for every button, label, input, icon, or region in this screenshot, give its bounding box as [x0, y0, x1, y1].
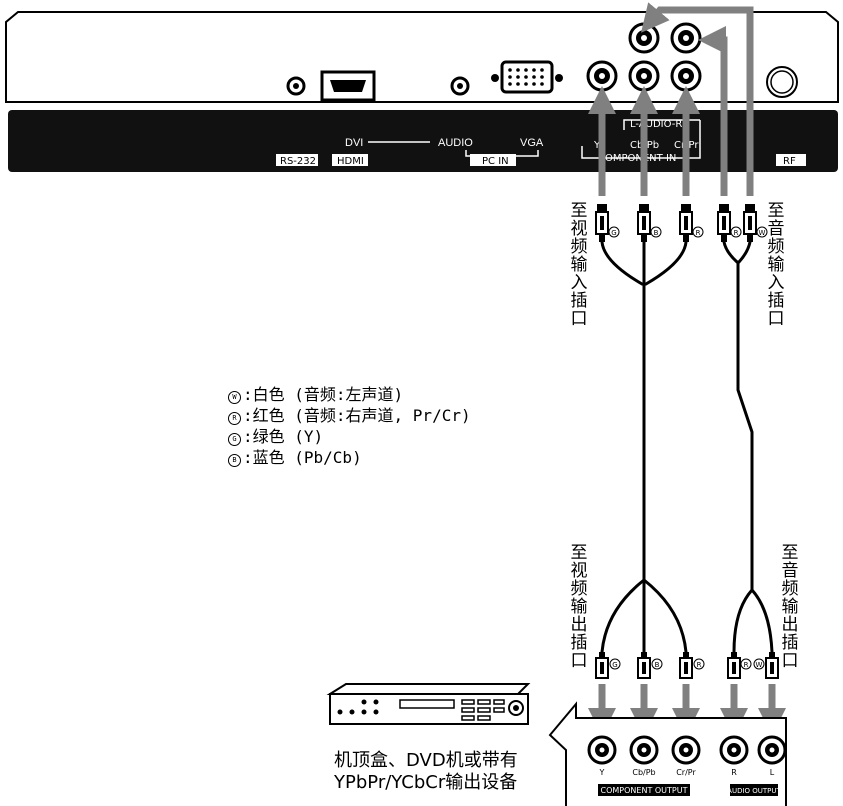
plug-tag: R	[734, 229, 739, 237]
audio-label: AUDIO	[438, 137, 473, 149]
legend-text: :红色 (音频:右声道, Pr/Cr)	[243, 406, 471, 425]
bottom-plugs: G B R R W	[595, 652, 779, 679]
caption-to-video-out: 至视频输出插口	[570, 543, 588, 671]
plug-audio-l-top	[743, 204, 757, 242]
hdmi-label: HDMI	[337, 156, 364, 167]
legend-text: :蓝色 (Pb/Cb)	[243, 448, 362, 467]
plug-tag: R	[697, 661, 702, 669]
rs232-label: RS-232	[280, 156, 316, 167]
plug-tag: R	[744, 661, 749, 669]
plug-tag: B	[655, 661, 660, 669]
out-l-label: L	[770, 768, 775, 777]
legend-text: :绿色 (Y)	[243, 427, 324, 446]
vga-label: VGA	[520, 137, 544, 149]
component-in-crpr-jack	[670, 60, 702, 92]
component-out-crpr-jack	[671, 735, 701, 765]
plug-tag: R	[696, 229, 701, 237]
legend-item: W:白色 (音频:左声道)	[228, 384, 471, 405]
audio-in-l-jack	[628, 22, 660, 54]
caption-to-audio-out: 至音频输出插口	[781, 543, 799, 671]
legend-symbol: G	[228, 433, 241, 446]
legend-symbol: R	[228, 412, 241, 425]
legend-text: :白色 (音频:左声道)	[243, 385, 404, 404]
component-in-cbpb-jack	[628, 60, 660, 92]
plug-tag: B	[654, 229, 659, 237]
tv-rear-panel	[5, 11, 839, 172]
plug-audio-r-bottom	[727, 652, 741, 679]
audio-output-label: AUDIO OUTPUT	[727, 787, 781, 795]
component-out-y-jack	[587, 735, 617, 765]
pcin-label: PC IN	[482, 156, 509, 167]
out-crpr-label: Cr/Pr	[676, 768, 696, 777]
cables	[600, 240, 774, 654]
legend-symbol: W	[228, 391, 241, 404]
component-out-cbpb-jack	[629, 735, 659, 765]
dvd-player-icon	[326, 683, 531, 725]
device-caption-line2: YPbPr/YCbCr输出设备	[334, 772, 518, 793]
caption-to-audio-in: 至音频输入插口	[767, 201, 785, 329]
caption-to-video-in: 至视频输入插口	[570, 201, 588, 329]
plug-tag: W	[759, 229, 766, 237]
audio-in-r-jack	[670, 22, 702, 54]
plug-y-bottom	[595, 652, 609, 679]
connection-arrows-bottom	[588, 684, 786, 736]
connection-arrows-top	[588, 2, 754, 196]
vga-port	[491, 60, 563, 94]
out-cbpb-label: Cb/Pb	[632, 768, 655, 777]
audio-lr-label: L-AUDIO-R	[630, 119, 682, 130]
legend-item: R:红色 (音频:右声道, Pr/Cr)	[228, 405, 471, 426]
legend-item: G:绿色 (Y)	[228, 426, 471, 447]
plug-audio-l-bottom	[765, 652, 779, 679]
audio-out-r-jack	[719, 735, 749, 765]
hdmi-port	[320, 70, 376, 102]
rf-jack	[766, 66, 798, 98]
component-in-label: COMPONENT IN	[598, 153, 676, 164]
earphone-jack	[286, 76, 306, 96]
legend-symbol: B	[228, 454, 241, 467]
plug-tag: G	[611, 229, 616, 237]
y-label: Y	[593, 140, 601, 151]
plug-audio-r-top	[717, 204, 731, 242]
rf-label: RF	[783, 156, 796, 167]
out-y-label: Y	[599, 768, 605, 777]
device-caption-line1: 机顶盒、DVD机或带有	[334, 750, 518, 771]
plug-crpr-top	[679, 204, 693, 242]
legend-item: B:蓝色 (Pb/Cb)	[228, 447, 471, 468]
device-output-panel: Y Cb/Pb Cr/Pr R L COMPONENT OUTPUT AUDIO…	[548, 701, 787, 806]
audio-out-l-jack	[757, 735, 787, 765]
component-output-label: COMPONENT OUTPUT	[601, 786, 688, 795]
device-caption: 机顶盒、DVD机或带有 YPbPr/YCbCr输出设备	[334, 750, 518, 794]
component-in-y-jack	[586, 60, 618, 92]
plug-tag: G	[612, 661, 617, 669]
plug-crpr-bottom	[679, 652, 693, 679]
top-plugs: G B R R W	[595, 204, 768, 242]
color-legend: W:白色 (音频:左声道) R:红色 (音频:右声道, Pr/Cr) G:绿色 …	[228, 384, 471, 468]
plug-tag: W	[756, 661, 763, 669]
dvi-label: DVI	[345, 137, 363, 149]
pc-audio-jack	[450, 76, 470, 96]
out-r-label: R	[731, 768, 737, 777]
plug-cbpb-bottom	[637, 652, 651, 679]
plug-cbpb-top	[637, 204, 651, 242]
plug-y-top	[595, 204, 609, 242]
